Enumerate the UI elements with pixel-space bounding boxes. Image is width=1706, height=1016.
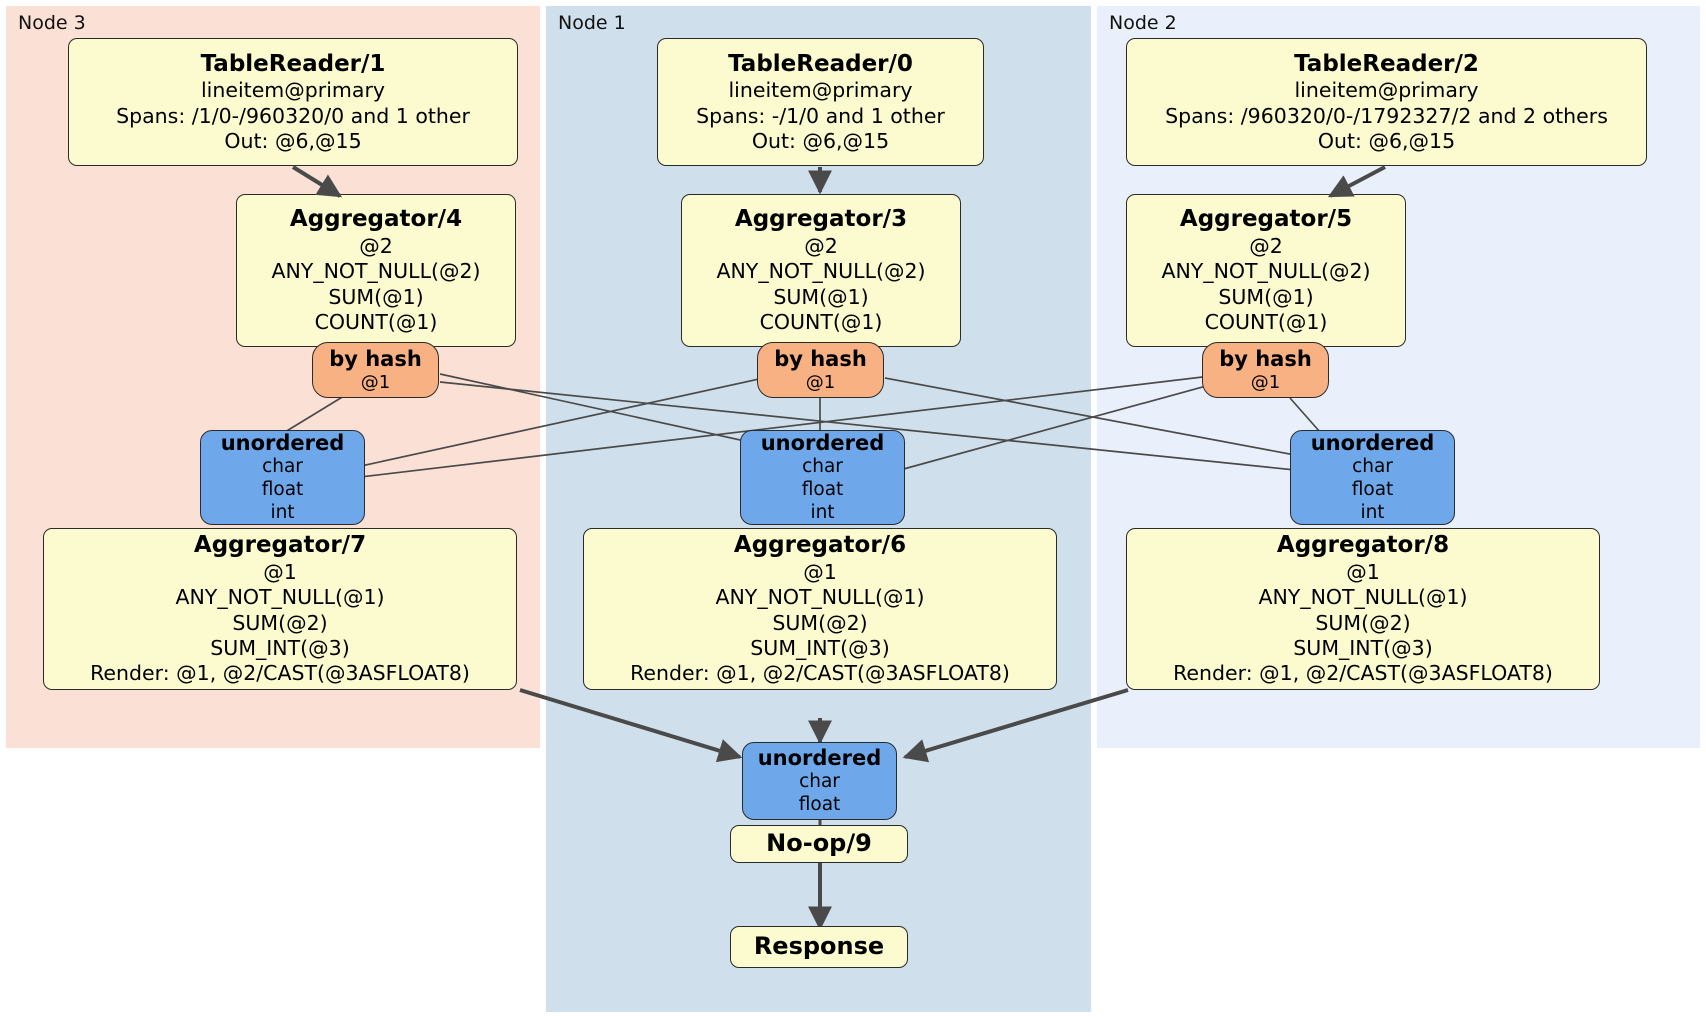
node-agg-3: SUM_INT(@3) bbox=[210, 635, 350, 660]
receiver-node1[interactable]: unordered char float int bbox=[740, 430, 905, 525]
node-agg-3: COUNT(@1) bbox=[759, 310, 883, 335]
aggregator-4[interactable]: Aggregator/4 @2 ANY_NOT_NULL(@2) SUM(@1)… bbox=[236, 194, 516, 347]
receiver-type-2: float bbox=[798, 794, 841, 816]
aggregator-6[interactable]: Aggregator/6 @1 ANY_NOT_NULL(@1) SUM(@2)… bbox=[583, 528, 1057, 690]
node-group: @2 bbox=[359, 233, 393, 258]
receiver-title: unordered bbox=[1310, 431, 1435, 456]
node-title: Aggregator/3 bbox=[734, 206, 908, 233]
router-title: by hash bbox=[774, 346, 867, 371]
aggregator-7[interactable]: Aggregator/7 @1 ANY_NOT_NULL(@1) SUM(@2)… bbox=[43, 528, 517, 690]
receiver-type-1: char bbox=[802, 456, 843, 478]
receiver-type-3: int bbox=[810, 501, 835, 523]
node-spans: Spans: -/1/0 and 1 other bbox=[696, 103, 945, 128]
node-agg-2: SUM(@2) bbox=[1315, 610, 1411, 635]
router-column: @1 bbox=[805, 371, 836, 393]
aggregator-3[interactable]: Aggregator/3 @2 ANY_NOT_NULL(@2) SUM(@1)… bbox=[681, 194, 961, 347]
node-group: @2 bbox=[804, 233, 838, 258]
node-agg-1: ANY_NOT_NULL(@2) bbox=[1161, 259, 1371, 284]
receiver-type-3: int bbox=[1360, 501, 1385, 523]
node-title: TableReader/2 bbox=[1294, 50, 1479, 77]
node-title: No-op/9 bbox=[766, 829, 872, 858]
receiver-node2[interactable]: unordered char float int bbox=[1290, 430, 1455, 525]
node-agg-3: SUM_INT(@3) bbox=[1293, 635, 1433, 660]
node-group: @1 bbox=[1346, 559, 1380, 584]
table-reader-0[interactable]: TableReader/0 lineitem@primary Spans: -/… bbox=[657, 38, 984, 166]
node-render: Render: @1, @2/CAST(@3ASFLOAT8) bbox=[1173, 661, 1553, 686]
node-agg-2: SUM(@2) bbox=[232, 610, 328, 635]
node-out: Out: @6,@15 bbox=[1317, 128, 1456, 153]
node-agg-1: ANY_NOT_NULL(@2) bbox=[716, 259, 926, 284]
node-title: Aggregator/4 bbox=[289, 206, 463, 233]
node-title: Aggregator/7 bbox=[193, 532, 367, 559]
node-agg-1: ANY_NOT_NULL(@1) bbox=[1258, 585, 1468, 610]
router-title: by hash bbox=[1219, 346, 1312, 371]
node-agg-1: ANY_NOT_NULL(@1) bbox=[175, 585, 385, 610]
node-group: @2 bbox=[1249, 233, 1283, 258]
receiver-type-1: char bbox=[1352, 456, 1393, 478]
cluster-label-node2: Node 2 bbox=[1109, 12, 1177, 34]
no-op-9[interactable]: No-op/9 bbox=[730, 825, 908, 863]
hash-router-node2[interactable]: by hash @1 bbox=[1202, 342, 1329, 398]
node-title: TableReader/0 bbox=[728, 50, 913, 77]
node-title: Aggregator/5 bbox=[1179, 206, 1353, 233]
node-render: Render: @1, @2/CAST(@3ASFLOAT8) bbox=[90, 661, 470, 686]
receiver-title: unordered bbox=[220, 431, 345, 456]
node-agg-2: SUM(@1) bbox=[1218, 284, 1314, 309]
router-column: @1 bbox=[1250, 371, 1281, 393]
node-render: Render: @1, @2/CAST(@3ASFLOAT8) bbox=[630, 661, 1010, 686]
receiver-type-2: float bbox=[801, 479, 844, 501]
node-title: Response bbox=[753, 932, 885, 961]
table-reader-1[interactable]: TableReader/1 lineitem@primary Spans: /1… bbox=[68, 38, 518, 166]
node-agg-2: SUM(@2) bbox=[772, 610, 868, 635]
aggregator-8[interactable]: Aggregator/8 @1 ANY_NOT_NULL(@1) SUM(@2)… bbox=[1126, 528, 1600, 690]
node-agg-3: COUNT(@1) bbox=[314, 310, 438, 335]
cluster-label-node3: Node 3 bbox=[18, 12, 86, 34]
cluster-label-node1: Node 1 bbox=[558, 12, 626, 34]
receiver-node3[interactable]: unordered char float int bbox=[200, 430, 365, 525]
hash-router-node1[interactable]: by hash @1 bbox=[757, 342, 884, 398]
receiver-type-1: char bbox=[799, 771, 840, 793]
receiver-type-2: float bbox=[1351, 479, 1394, 501]
node-agg-2: SUM(@1) bbox=[328, 284, 424, 309]
node-title: TableReader/1 bbox=[200, 50, 386, 77]
node-agg-2: SUM(@1) bbox=[773, 284, 869, 309]
router-title: by hash bbox=[329, 346, 422, 371]
response-node[interactable]: Response bbox=[730, 926, 908, 968]
node-title: Aggregator/6 bbox=[733, 532, 907, 559]
receiver-title: unordered bbox=[757, 746, 882, 771]
node-out: Out: @6,@15 bbox=[751, 128, 890, 153]
final-receiver[interactable]: unordered char float bbox=[742, 742, 897, 820]
node-group: @1 bbox=[803, 559, 837, 584]
node-spans: Spans: /960320/0-/1792327/2 and 2 others bbox=[1165, 103, 1608, 128]
receiver-type-1: char bbox=[262, 456, 303, 478]
node-group: @1 bbox=[263, 559, 297, 584]
aggregator-5[interactable]: Aggregator/5 @2 ANY_NOT_NULL(@2) SUM(@1)… bbox=[1126, 194, 1406, 347]
node-title: Aggregator/8 bbox=[1276, 532, 1450, 559]
node-table: lineitem@primary bbox=[200, 78, 386, 103]
node-table: lineitem@primary bbox=[728, 78, 913, 103]
hash-router-node3[interactable]: by hash @1 bbox=[312, 342, 439, 398]
node-out: Out: @6,@15 bbox=[224, 128, 362, 153]
receiver-type-3: int bbox=[270, 501, 295, 523]
node-agg-3: SUM_INT(@3) bbox=[750, 635, 890, 660]
node-agg-1: ANY_NOT_NULL(@2) bbox=[271, 259, 481, 284]
node-spans: Spans: /1/0-/960320/0 and 1 other bbox=[116, 103, 470, 128]
router-column: @1 bbox=[360, 371, 391, 393]
node-agg-3: COUNT(@1) bbox=[1204, 310, 1328, 335]
receiver-title: unordered bbox=[760, 431, 885, 456]
receiver-type-2: float bbox=[261, 479, 304, 501]
table-reader-2[interactable]: TableReader/2 lineitem@primary Spans: /9… bbox=[1126, 38, 1647, 166]
node-table: lineitem@primary bbox=[1294, 78, 1479, 103]
node-agg-1: ANY_NOT_NULL(@1) bbox=[715, 585, 925, 610]
